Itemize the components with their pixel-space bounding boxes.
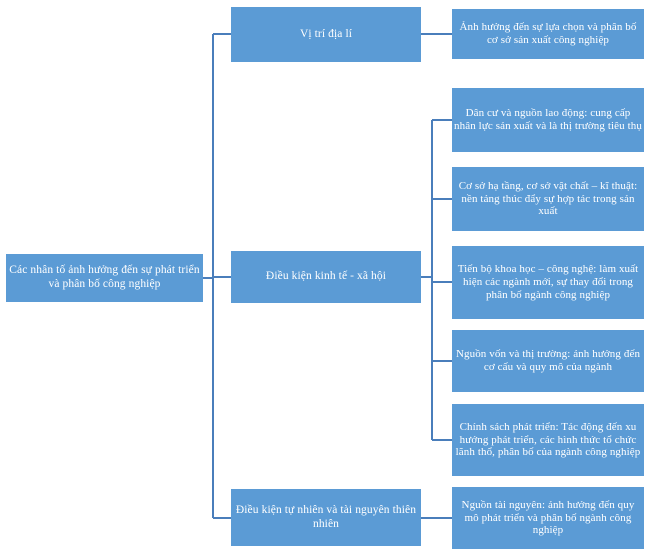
node-leaf-label: Chính sách phát triển: Tác động đến xu h… — [455, 420, 641, 459]
node-leaf-label: Nguồn vốn và thị trường: ảnh hưởng đến c… — [455, 348, 641, 373]
node-branch-label: Vị trí địa lí — [299, 27, 353, 40]
node-branch-kinh-te-xa-hoi[interactable]: Điều kiện kinh tế - xã hội — [231, 251, 421, 303]
node-branch-label: Điều kiện kinh tế - xã hội — [265, 270, 387, 283]
node-branch-vi-tri-dia-li[interactable]: Vị trí địa lí — [231, 7, 421, 62]
node-leaf-label: Nguồn tài nguyên: ảnh hưởng đến quy mô p… — [461, 498, 635, 537]
node-leaf-label: Ảnh hưởng đến sự lựa chọn và phân bố cơ … — [459, 21, 637, 46]
node-leaf[interactable]: Dân cư và nguồn lao động: cung cấp nhân … — [452, 88, 644, 152]
node-leaf[interactable]: Nguồn vốn và thị trường: ảnh hưởng đến c… — [452, 330, 644, 392]
node-leaf-label: Dân cư và nguồn lao động: cung cấp nhân … — [454, 107, 642, 132]
node-root[interactable]: Các nhân tố ảnh hưởng đến sự phát triển … — [6, 254, 203, 302]
node-leaf[interactable]: Tiến bộ khoa học – công nghệ: làm xuất h… — [452, 246, 644, 319]
node-leaf-label: Cơ sở hạ tầng, cơ sở vật chất – kĩ thuật… — [458, 179, 638, 218]
node-root-label: Các nhân tố ảnh hưởng đến sự phát triển … — [9, 264, 200, 290]
node-leaf[interactable]: Nguồn tài nguyên: ảnh hưởng đến quy mô p… — [452, 487, 644, 549]
node-leaf[interactable]: Chính sách phát triển: Tác động đến xu h… — [452, 404, 644, 476]
node-leaf[interactable]: Cơ sở hạ tầng, cơ sở vật chất – kĩ thuật… — [452, 167, 644, 231]
node-branch-label: Điều kiện tự nhiên và tài nguyên thiên n… — [235, 503, 417, 530]
node-leaf-label: Tiến bộ khoa học – công nghệ: làm xuất h… — [457, 263, 639, 301]
node-branch-tu-nhien-tai-nguyen[interactable]: Điều kiện tự nhiên và tài nguyên thiên n… — [231, 489, 421, 546]
node-leaf[interactable]: Ảnh hưởng đến sự lựa chọn và phân bố cơ … — [452, 9, 644, 59]
